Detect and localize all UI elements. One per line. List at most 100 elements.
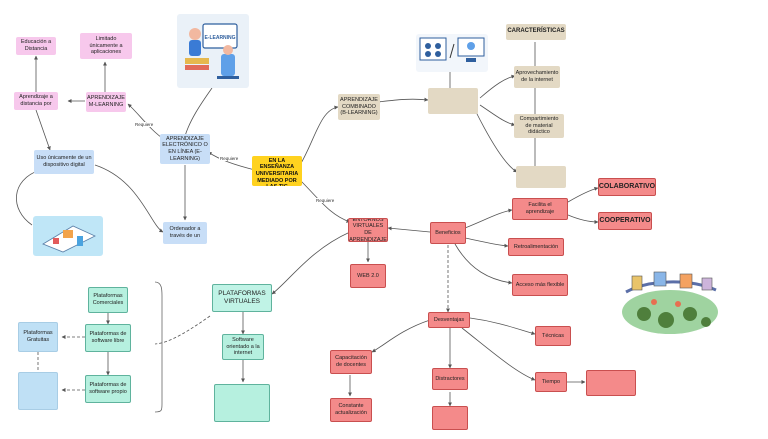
link-pv-tipos (154, 315, 211, 345)
preparacion-node (586, 370, 636, 396)
virtual-environment-illustration-art (622, 271, 718, 334)
pl-comerciales-node: Plataformas Comerciales (88, 287, 128, 313)
link-facilita-colab (567, 186, 599, 203)
link-central-elearning (207, 151, 256, 171)
mlearning-label: APRENDIZAJE M-LEARNING (87, 95, 125, 108)
blended-learning-illustration-art (419, 37, 485, 62)
central-topic-node: HERRAMIENTAS EN LA ENSEÑANZA UNIVERSITAR… (252, 156, 302, 186)
ordenador-label: Ordenador a través de un (169, 226, 201, 239)
link-buso-tutoria (474, 109, 518, 173)
virtual-environment-illustration (618, 268, 722, 338)
colaborativo-node: COLABORATIVO (598, 178, 656, 196)
phone-illustration-art (42, 225, 96, 253)
mlearning-node: APRENDIZAJE M-LEARNING (86, 92, 126, 112)
web20-label: WEB 2.0 (357, 272, 379, 279)
dentro-institucion-node (18, 372, 58, 410)
caracteristicas-label: CARACTERÍSTICAS (507, 28, 565, 35)
retroalimentacion-label: Retroalimentación (513, 243, 559, 250)
software-internet-label: Software orientado a la internet (226, 337, 260, 357)
aprovechamiento-node: Aprovechamiento de la internet (514, 66, 560, 88)
pl-propio-label: Plataformas de software propio (89, 382, 127, 395)
elearning-label: APRENDIZAJE ELECTRÓNICO O EN LÍNEA (E-LE… (162, 135, 208, 162)
pl-gratuitas-node: Plataformas Gratuitas (18, 322, 58, 352)
limitado-node: Limitado únicamente a aplicaciones (80, 33, 132, 59)
mejor-comunicacion-node (214, 384, 270, 422)
link-beneficios-facilita (464, 208, 513, 229)
phone-illustration (33, 216, 103, 256)
uso-dispositivo-node: Uso únicamente de un dispositivo digital (34, 150, 94, 174)
link-desv-tecnicas (469, 317, 536, 336)
pl-gratuitas-label: Plataformas Gratuitas (23, 330, 53, 343)
desventajas-node: Desventajas (428, 312, 470, 328)
entornos-node: ENTORNOS VIRTUALES DE APRENDIZAJE (348, 218, 388, 242)
pl-comerciales-label: Plataformas Comerciales (92, 293, 124, 306)
ordenador-node: Ordenador a través de un (163, 222, 207, 244)
pl-propio-node: Plataformas de software propio (85, 375, 131, 403)
pl-libre-node: Plataformas de software libre (85, 324, 131, 352)
b-uso-node (428, 88, 478, 114)
compartimiento-node: Compartimiento de material didáctico (514, 114, 564, 138)
elearning-illustration: E-LEARNING (177, 14, 249, 88)
link-beneficios-retro (464, 237, 509, 248)
link-buso-aprovechamiento (479, 74, 516, 99)
caracteristicas-node: CARACTERÍSTICAS (506, 24, 566, 40)
compartimiento-label: Compartimiento de material didáctico (519, 116, 559, 136)
software-internet-node: Software orientado a la internet (222, 334, 264, 360)
aprendizaje-distancia-node: Aprendizaje a distancia por (14, 92, 58, 110)
desventajas-label: Desventajas (433, 316, 465, 323)
link-entornos-beneficios (387, 226, 431, 233)
plataformas-virtuales-label: PLATAFORMAS VIRTUALES (218, 290, 266, 305)
facilita-node: Facilita el aprendizaje (512, 198, 568, 220)
aprendizaje-distancia-label: Aprendizaje a distancia por (19, 94, 53, 107)
blended-learning-illustration (416, 34, 488, 72)
cooperativo-node: COOPERATIVO (598, 212, 652, 230)
link-buso-compartimiento (479, 104, 516, 127)
plataformas-virtuales-node: PLATAFORMAS VIRTUALES (212, 284, 272, 312)
link-elearning-banner (184, 87, 213, 137)
elearning-node: APRENDIZAJE ELECTRÓNICO O EN LÍNEA (E-LE… (160, 134, 210, 164)
link-distancia-uso (35, 109, 51, 151)
acceso-node: Acceso más flexible (512, 274, 568, 296)
central-topic-label: HERRAMIENTAS EN LA ENSEÑANZA UNIVERSITAR… (255, 156, 299, 186)
distractores-label: Distractores (435, 375, 465, 382)
web20-node: WEB 2.0 (350, 264, 386, 288)
tecnicas-label: Técnicas (541, 332, 564, 339)
educacion-distancia-label: Educación a Distancia (20, 39, 52, 52)
tiempo-label: Tiempo (541, 378, 561, 385)
beneficios-label: Beneficios (435, 229, 461, 236)
link-uso-ordenador (94, 164, 164, 233)
retroalimentacion-node: Retroalimentación (508, 238, 564, 256)
link-desv-tiempo (461, 327, 536, 381)
pl-libre-label: Plataformas de software libre (89, 331, 127, 344)
link-uso-phone (16, 169, 41, 226)
acceso-label: Acceso más flexible (515, 281, 565, 288)
link-central-blearning (299, 105, 339, 166)
cooperativo-label: COOPERATIVO (599, 216, 651, 224)
beneficios-node: Beneficios (430, 222, 466, 244)
capacitacion-node: Capacitación de docentes (330, 350, 372, 374)
edge-label-requiere-3: Requiere (315, 198, 336, 203)
entornos-label: ENTORNOS VIRTUALES DE APRENDIZAJE (349, 218, 387, 242)
link-facilita-coop (567, 214, 599, 224)
link-central-entornos (299, 179, 351, 223)
uso-dispositivo-label: Uso únicamente de un dispositivo digital (36, 155, 92, 168)
distractores-node: Distractores (432, 368, 468, 390)
link-blearning-uso (377, 97, 429, 103)
elearning-illustration-art: E-LEARNING (185, 23, 239, 79)
blearning-node: APRENDIZAJE COMBINADO (B-LEARNING) (338, 94, 380, 120)
capacitacion-label: Capacitación de docentes (335, 355, 367, 368)
elearning-banner-text: E-LEARNING (204, 35, 235, 41)
limitado-label: Limitado únicamente a aplicaciones (89, 36, 123, 56)
link-desv-capacitacion (371, 319, 431, 353)
blearning-label: APRENDIZAJE COMBINADO (B-LEARNING) (340, 97, 378, 117)
facilita-label: Facilita el aprendizaje (525, 202, 555, 215)
constante-label: Constante actualización (335, 403, 367, 416)
tiempo-node: Tiempo (535, 372, 567, 392)
educacion-distancia-node: Educación a Distancia (16, 37, 56, 55)
ejecucion-node (432, 406, 468, 430)
aprovechamiento-label: Aprovechamiento de la internet (515, 70, 559, 83)
edge-label-requiere-1: Requiere (134, 122, 155, 127)
link-entornos-plataformas (271, 231, 351, 295)
bracket (154, 281, 163, 413)
